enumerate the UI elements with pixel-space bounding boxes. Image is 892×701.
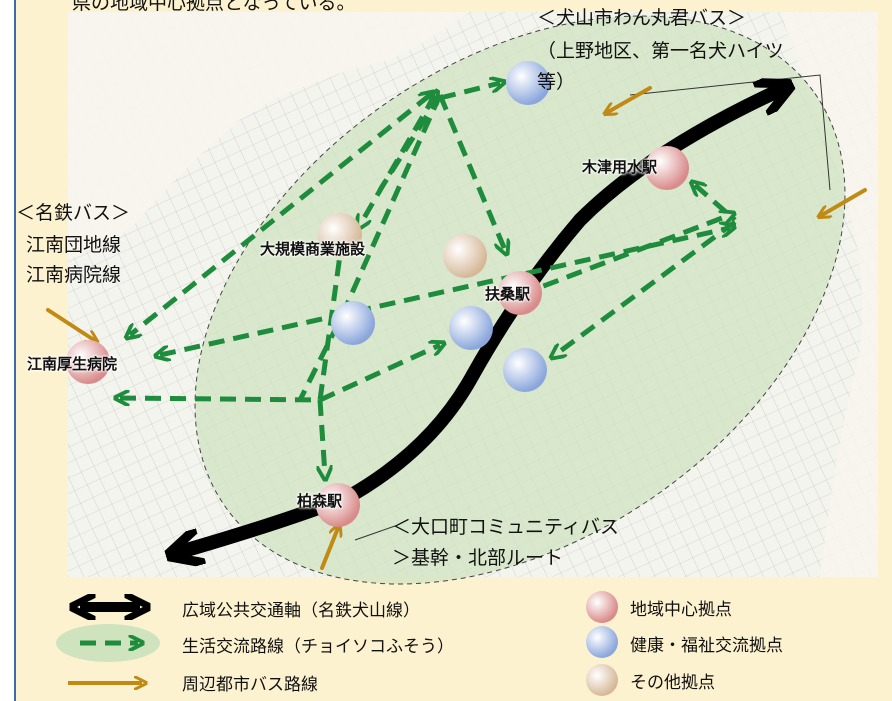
konan-hospital-label: 江南厚生病院: [27, 355, 118, 373]
hub-health: [503, 348, 547, 392]
life-routes: [120, 83, 735, 475]
hub-other: [443, 234, 487, 278]
legend-life-route: 生活交流路線（チョイソコふそう）: [182, 637, 454, 657]
hub-regional-kitsuyousui: [645, 146, 689, 190]
hub-health: [331, 301, 375, 345]
hubs: [66, 61, 689, 527]
kitsuyousui-station-label: 木津用水駅: [582, 158, 658, 176]
fuso-station-label: 扶桑駅: [485, 285, 531, 303]
legend-symbols: [56, 591, 618, 696]
kashiwamori-station-label: 柏森駅: [297, 492, 343, 510]
hub-health: [449, 306, 493, 350]
inuyama-bus-label-1: ＜犬山市わん丸君バス＞: [537, 7, 747, 29]
hub-regional-konan: [66, 340, 110, 384]
legend-regional-hub: 地域中心拠点: [630, 600, 732, 620]
meitetsu-bus-label-3: 江南病院線: [26, 264, 122, 286]
bus-route-arrows: [46, 86, 867, 570]
main-axis-line: [180, 90, 780, 552]
inuyama-bus-label-2: （上野地区、第一名犬ハイツ: [537, 40, 784, 62]
oguchi-bus-label-2: ＞基幹・北部ルート: [392, 547, 564, 569]
top-text: 県の地域中心拠点となっている。: [72, 0, 356, 14]
hub-health: [506, 61, 550, 105]
legend-other-hub: その他拠点: [630, 673, 715, 693]
meitetsu-bus-label-2: 江南団地線: [26, 234, 122, 256]
shopping-facility-label: 大規模商業施設: [260, 240, 366, 258]
inuyama-bus-label-3: 等）: [537, 71, 576, 93]
legend-main-axis: 広域公共交通軸（名鉄犬山線）: [182, 601, 420, 621]
hub-other-shopping: [318, 213, 362, 257]
hub-regional-fuso: [498, 271, 542, 315]
hub-regional-kashiwamori: [316, 483, 360, 527]
legend-health-hub: 健康・福祉交流拠点: [630, 636, 783, 656]
legend-bus-route: 周辺都市バス路線: [182, 675, 318, 695]
meitetsu-bus-label-1: ＜名鉄バス＞: [16, 202, 131, 224]
oguchi-bus-label-1: ＜大口町コミュニティバス: [392, 516, 619, 538]
